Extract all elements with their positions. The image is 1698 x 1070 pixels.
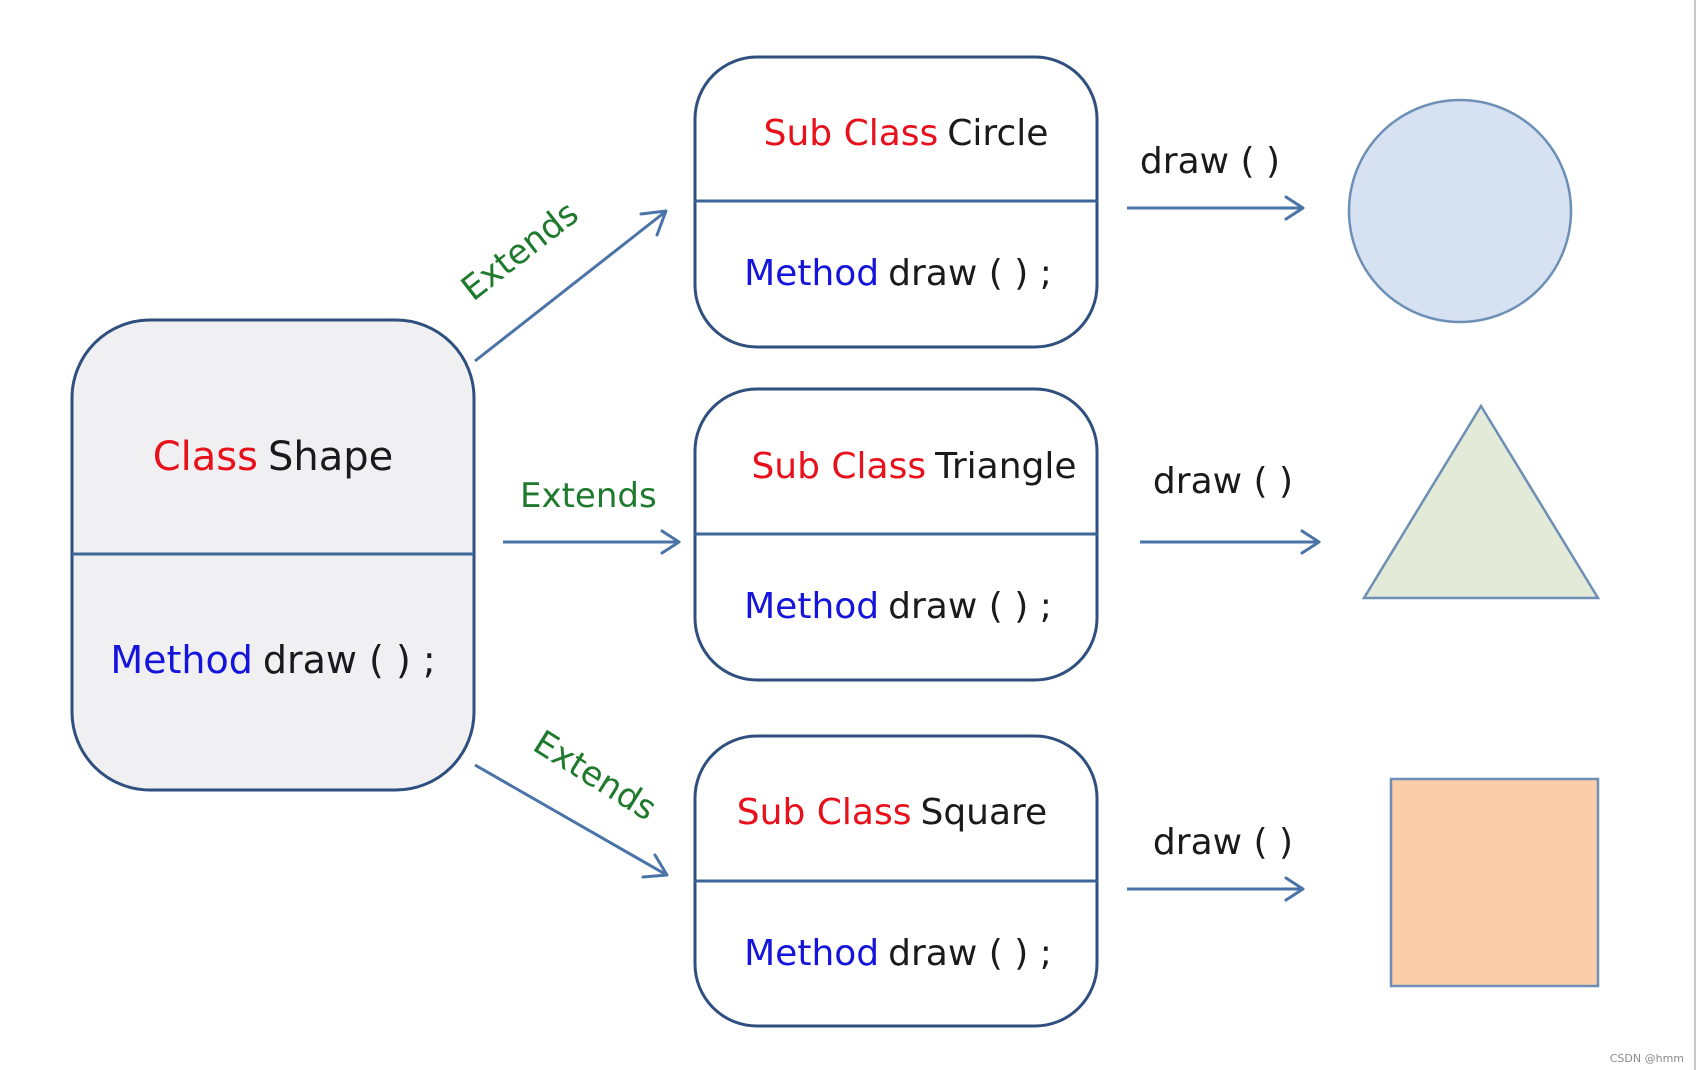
extends-arrow-square: Extends <box>474 723 669 879</box>
draw-label-circle: draw ( ) <box>1140 141 1280 182</box>
extends-label-square: Extends <box>526 723 663 829</box>
triangle-shape <box>1361 403 1601 600</box>
extends-arrow-circle: Extends <box>454 193 668 363</box>
draw-arrow-triangle: draw ( ) <box>1140 461 1321 555</box>
extends-arrow-triangle: Extends <box>503 476 681 555</box>
draw-label-triangle: draw ( ) <box>1153 461 1293 502</box>
extends-label-circle: Extends <box>454 193 586 309</box>
watermark: CSDN @hmm <box>1610 1052 1684 1065</box>
extends-label-triangle: Extends <box>520 476 657 516</box>
circle-shape <box>1347 98 1573 324</box>
draw-label-square: draw ( ) <box>1153 822 1293 863</box>
square-shape <box>1389 777 1600 988</box>
draw-arrow-square: draw ( ) <box>1127 822 1305 902</box>
draw-arrow-circle: draw ( ) <box>1127 141 1305 221</box>
